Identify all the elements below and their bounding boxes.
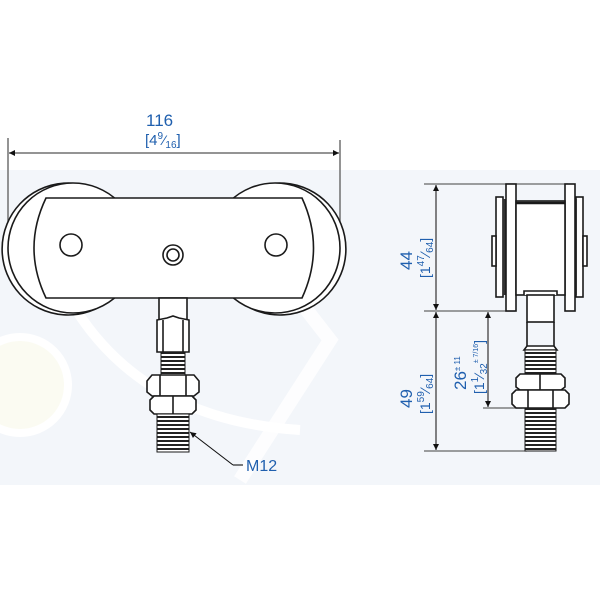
dim-stem-height: 49 [159⁄64] xyxy=(397,374,436,414)
imperial-whole: [4 xyxy=(145,132,158,149)
imperial-numerator: 1 xyxy=(470,376,481,382)
imperial-numerator: 47 xyxy=(416,255,427,267)
dim-stem-height-metric: 49 xyxy=(397,389,416,408)
dim-body-height: 44 [147⁄64] xyxy=(397,238,436,278)
imperial-tolerance: ± 7/16 xyxy=(473,344,480,364)
imperial-denominator: 64 xyxy=(425,377,436,389)
dim-adjust-metric: 26± 11 xyxy=(451,356,470,390)
dim-stem-height-imperial: [159⁄64] xyxy=(416,374,436,414)
side-view xyxy=(424,183,588,452)
imperial-close: ] xyxy=(177,132,181,149)
imperial-whole: [1 xyxy=(417,402,433,414)
imperial-close: ] xyxy=(417,238,433,242)
dim-adjust-range: 26± 11 [11⁄32± 7/16] xyxy=(451,340,490,394)
imperial-whole: [1 xyxy=(417,266,433,278)
imperial-numerator: 59 xyxy=(416,391,427,403)
adjust-metric-tolerance: ± 11 xyxy=(453,356,462,371)
imperial-whole: [1 xyxy=(471,382,487,394)
thread-callout: M12 xyxy=(246,458,277,475)
imperial-denominator: 32 xyxy=(479,363,490,375)
dim-overall-width: 116 [49⁄16] xyxy=(145,111,181,151)
imperial-denominator: 64 xyxy=(425,241,436,253)
imperial-close: ] xyxy=(471,340,487,344)
front-view xyxy=(1,138,347,466)
adjust-metric-value: 26 xyxy=(451,371,470,390)
imperial-numerator: 9 xyxy=(158,131,164,142)
dim-adjust-imperial: [11⁄32± 7/16] xyxy=(470,340,490,394)
dim-width-imperial: [49⁄16] xyxy=(145,131,181,151)
dim-width-metric: 116 xyxy=(146,111,173,130)
dim-body-height-metric: 44 xyxy=(397,251,416,270)
imperial-close: ] xyxy=(417,374,433,378)
imperial-denominator: 16 xyxy=(165,140,177,151)
dim-body-height-imperial: [147⁄64] xyxy=(416,238,436,278)
